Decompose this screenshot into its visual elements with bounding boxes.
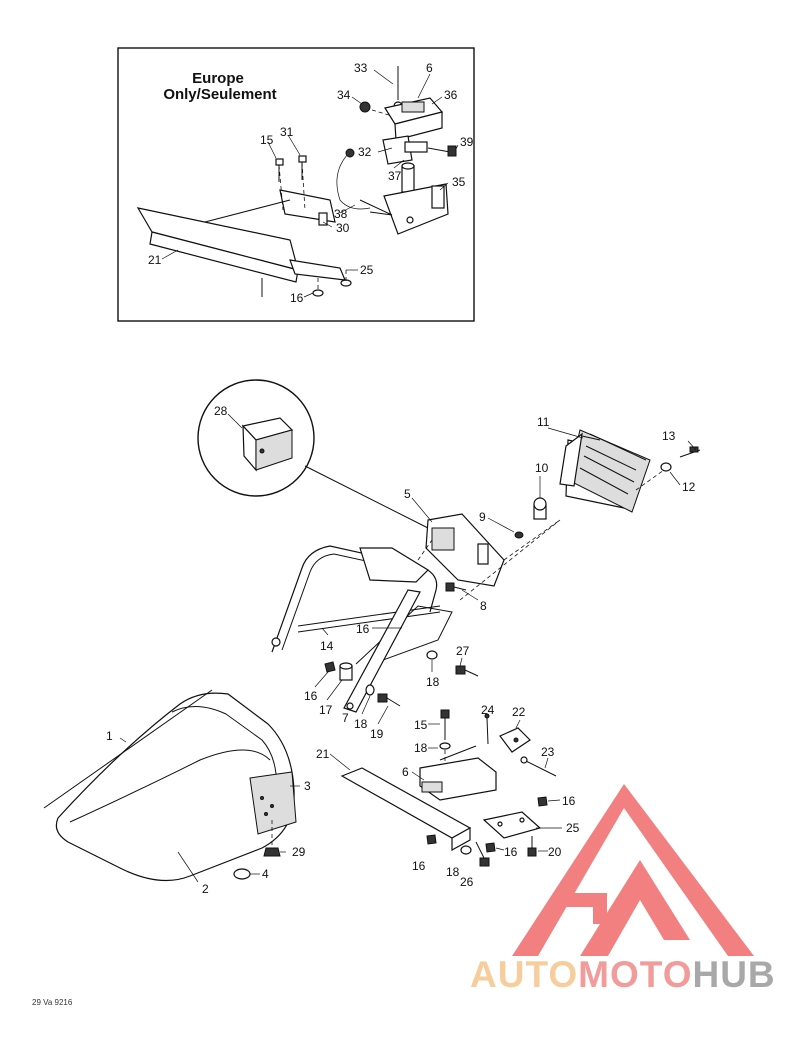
callout-39: 39 bbox=[460, 135, 474, 149]
callout-20: 20 bbox=[548, 845, 562, 859]
callout-26: 26 bbox=[460, 875, 474, 889]
callout-37: 37 bbox=[388, 169, 402, 183]
bolt-27-washer-18 bbox=[426, 650, 479, 677]
callout-14: 14 bbox=[320, 639, 334, 653]
watermark-auto: AUTO bbox=[470, 954, 578, 995]
callout-25-plate: 25 bbox=[566, 821, 580, 835]
callout-6: 6 bbox=[426, 61, 433, 75]
callout-7: 7 bbox=[342, 711, 349, 725]
callout-13: 13 bbox=[662, 429, 676, 443]
callout-5: 5 bbox=[404, 487, 411, 501]
watermark-text: AUTOMOTOHUB bbox=[470, 954, 776, 995]
callout-23: 23 bbox=[541, 745, 555, 759]
inset-title-line2: Only/Seulement bbox=[163, 86, 276, 103]
watermark-moto: MOTO bbox=[578, 954, 692, 995]
grommet-9 bbox=[487, 517, 524, 539]
bolts-15-18-24 bbox=[428, 709, 490, 764]
callout-19: 19 bbox=[370, 727, 384, 741]
callout-16: 16 bbox=[290, 291, 304, 305]
callout-1: 1 bbox=[106, 729, 113, 743]
callout-17: 17 bbox=[319, 703, 333, 717]
callout-34: 34 bbox=[337, 88, 351, 102]
callout-3: 3 bbox=[304, 779, 311, 793]
callout-11: 11 bbox=[537, 415, 550, 429]
callout-35: 35 bbox=[452, 175, 466, 189]
callout-30: 30 bbox=[336, 221, 350, 235]
callout-21: 21 bbox=[148, 253, 162, 267]
plate-22-pin-23 bbox=[499, 719, 557, 777]
nut-29-washer-4 bbox=[233, 820, 286, 880]
callout-22: 22 bbox=[512, 705, 526, 719]
callout-18-rail: 18 bbox=[414, 741, 428, 755]
bulb-10 bbox=[533, 476, 547, 520]
drawing-code: 29 Va 9216 bbox=[32, 998, 73, 1007]
tail-light-11 bbox=[547, 427, 651, 513]
callout-12: 12 bbox=[682, 480, 696, 494]
callout-16-frame: 16 bbox=[356, 622, 370, 636]
plate-25-hardware bbox=[426, 796, 562, 867]
callout-25: 25 bbox=[360, 263, 374, 277]
callout-27: 27 bbox=[456, 644, 470, 658]
automotohub-watermark: AUTOMOTOHUB bbox=[470, 784, 776, 995]
inset-rail-21 bbox=[136, 189, 346, 297]
inset-lock-assembly bbox=[336, 66, 457, 235]
screw-13-washer-12 bbox=[635, 440, 701, 491]
callout-16-nut: 16 bbox=[304, 689, 318, 703]
callout-31: 31 bbox=[280, 125, 294, 139]
callout-18-bottom: 18 bbox=[446, 865, 460, 879]
seat-1 bbox=[43, 689, 300, 883]
callout-15-rail: 15 bbox=[414, 718, 428, 732]
callout-18-link: 18 bbox=[354, 717, 368, 731]
callout-8: 8 bbox=[480, 599, 487, 613]
callout-labels: 33 6 34 36 15 31 32 39 37 35 38 30 21 25… bbox=[106, 61, 696, 896]
callout-24: 24 bbox=[481, 703, 495, 717]
callout-16-rail-end: 16 bbox=[412, 859, 426, 873]
callout-29: 29 bbox=[292, 845, 306, 859]
inset-bolts bbox=[275, 155, 352, 297]
inset-leaders bbox=[161, 69, 459, 298]
callout-4: 4 bbox=[262, 867, 269, 881]
bolt-8 bbox=[445, 582, 479, 601]
callout-16-plate: 16 bbox=[562, 794, 576, 808]
callout-32: 32 bbox=[358, 145, 372, 159]
callout-33: 33 bbox=[354, 61, 368, 75]
callout-36: 36 bbox=[444, 88, 458, 102]
nut-spacer-16-17 bbox=[314, 661, 353, 701]
detail-circle-28 bbox=[197, 379, 429, 529]
callout-21-rail: 21 bbox=[316, 747, 330, 761]
callout-6-rail: 6 bbox=[402, 765, 409, 779]
bracket-frame-14 bbox=[271, 545, 453, 665]
europe-inset: Europe Only/Seulement bbox=[117, 47, 475, 322]
callout-10: 10 bbox=[535, 461, 549, 475]
link-plate-7 bbox=[343, 589, 421, 713]
watermark-logo-icon bbox=[512, 784, 754, 956]
callout-28: 28 bbox=[214, 404, 228, 418]
callout-9: 9 bbox=[479, 510, 486, 524]
watermark-hub: HUB bbox=[692, 954, 775, 995]
washer-bolt-18-19 bbox=[361, 684, 401, 725]
callout-15: 15 bbox=[260, 133, 274, 147]
inset-title-line1: Europe bbox=[192, 70, 244, 87]
callout-2: 2 bbox=[202, 882, 209, 896]
callout-18-frame: 18 bbox=[426, 675, 440, 689]
callout-16-bolt: 16 bbox=[504, 845, 518, 859]
callout-38: 38 bbox=[334, 207, 348, 221]
rail-21 bbox=[329, 745, 497, 852]
